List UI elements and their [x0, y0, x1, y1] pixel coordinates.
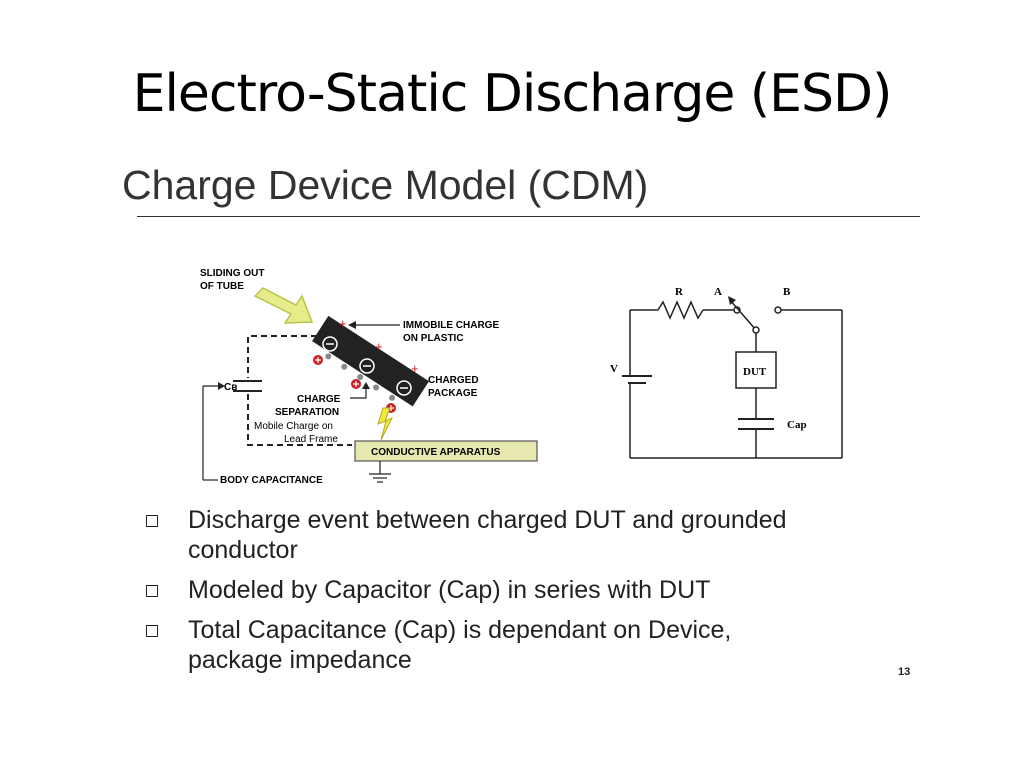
body-capacitance-path	[247, 335, 352, 446]
conductive-apparatus	[354, 440, 538, 462]
immobile-plus-3: +	[411, 361, 419, 376]
negative-charge-2	[359, 358, 375, 374]
square-bullet-icon	[146, 625, 158, 637]
cap-label: Cap	[787, 419, 807, 431]
resistor-r-label: R	[675, 286, 684, 298]
subtitle-divider	[137, 216, 920, 217]
ground-icon	[369, 461, 391, 483]
immobile-charge-label-2: ON PLASTIC	[403, 333, 464, 344]
charge-separation-label-2: SEPARATION	[275, 407, 339, 418]
positive-charge-1	[313, 355, 323, 365]
negative-charge-3	[396, 380, 412, 396]
immobile-arrow-head	[348, 321, 356, 329]
slide-subtitle: Charge Device Model (CDM)	[122, 162, 649, 208]
conductive-apparatus-label: CONDUCTIVE APPARATUS	[371, 447, 501, 458]
immobile-plus-1: +	[339, 316, 347, 331]
page-number: 13	[898, 666, 911, 678]
cb-label: Cʙ	[224, 382, 237, 393]
bullet-list: Discharge event between charged DUT and …	[140, 505, 920, 685]
square-bullet-icon	[146, 515, 158, 527]
bullet-text-line1: Modeled by Capacitor (Cap) in series wit…	[188, 576, 711, 604]
bullet-item: Total Capacitance (Cap) is dependant on …	[140, 615, 920, 675]
bullet-text-line2: conductor	[188, 536, 298, 564]
positive-charge-2	[351, 379, 361, 389]
bullet-text-line2: package impedance	[188, 646, 412, 674]
square-bullet-icon	[146, 585, 158, 597]
cb-arrow-head	[218, 382, 225, 390]
bullet-text-line1: Discharge event between charged DUT and …	[188, 506, 787, 534]
dut-label: DUT	[743, 366, 767, 378]
immobile-plus-2: +	[375, 339, 383, 354]
left-diagram: SLIDING OUT OF TUBE Cʙ BODY CAPACITANCE	[200, 268, 538, 486]
switch-blade	[729, 299, 757, 331]
sliding-out-label: SLIDING OUT	[200, 268, 264, 279]
voltage-v-label: V	[610, 363, 618, 375]
switch-pivot	[752, 326, 760, 334]
body-capacitance-label: BODY CAPACITANCE	[220, 475, 323, 486]
switch-b-label: B	[783, 286, 791, 298]
mobile-charge-label: Mobile Charge on	[254, 421, 333, 432]
right-diagram	[622, 296, 843, 459]
bullet-text-line1: Total Capacitance (Cap) is dependant on …	[188, 616, 732, 644]
charged-package-label: CHARGED	[428, 375, 479, 386]
negative-charge-1	[322, 336, 338, 352]
charge-separation-pointer	[350, 386, 367, 399]
resistor-r-icon	[657, 300, 704, 320]
charge-separation-label: CHARGE	[297, 394, 341, 405]
sliding-out-label-2: OF TUBE	[200, 281, 244, 292]
bullet-item: Modeled by Capacitor (Cap) in series wit…	[140, 575, 920, 605]
switch-a-label: A	[714, 286, 722, 298]
switch-terminal-b	[774, 306, 782, 314]
immobile-charge-label: IMMOBILE CHARGE	[403, 320, 499, 331]
slide-title: Electro-Static Discharge (ESD)	[132, 64, 893, 124]
discharge-bolt	[377, 407, 394, 441]
bullet-item: Discharge event between charged DUT and …	[140, 505, 920, 565]
sliding-direction-arrow	[253, 287, 314, 324]
charge-separation-arrow-head	[362, 382, 370, 389]
charged-package	[312, 315, 430, 407]
charged-package-label-2: PACKAGE	[428, 388, 478, 399]
mobile-charge-label-2: Lead Frame	[284, 434, 338, 445]
